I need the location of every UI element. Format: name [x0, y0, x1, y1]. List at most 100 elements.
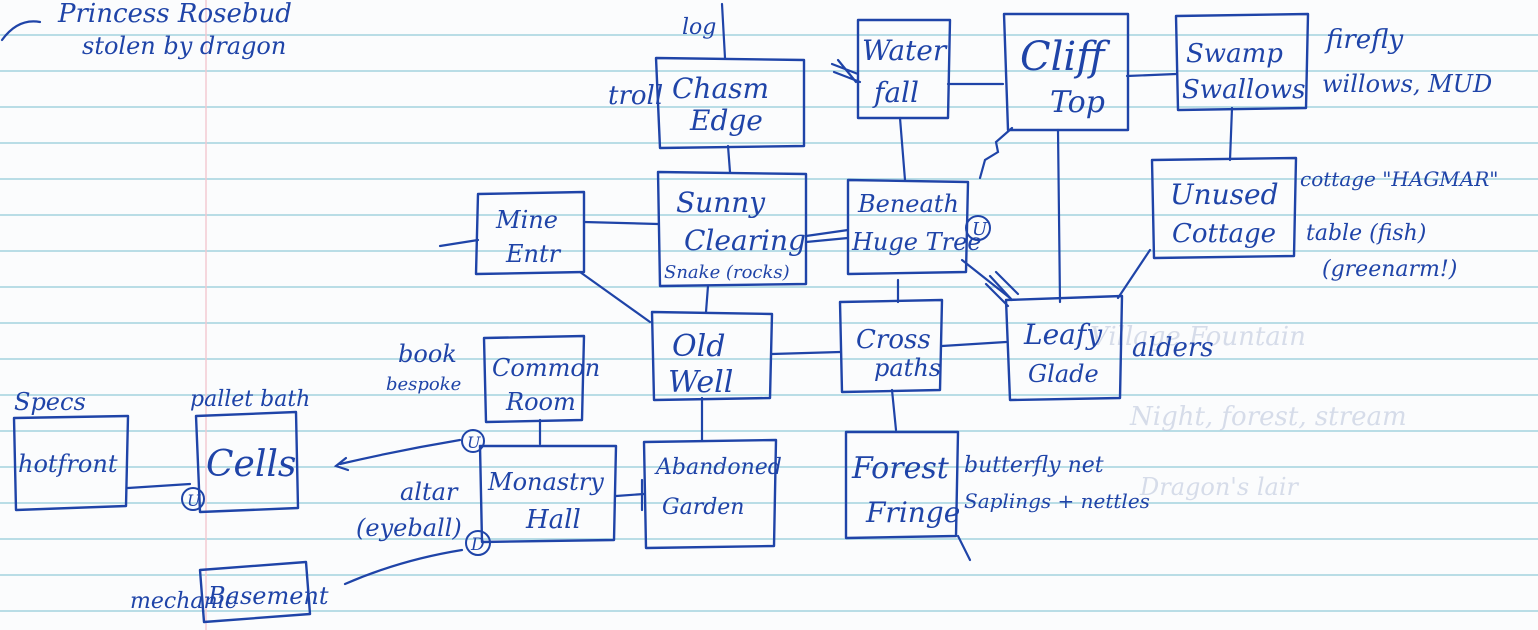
marker-u-altar: U — [467, 433, 481, 452]
room-cross-l1: Cross — [856, 325, 931, 355]
room-leafy-l2: Glade — [1028, 360, 1099, 388]
room-abandoned-l2: Garden — [662, 495, 744, 520]
room-unused-l1: Unused — [1170, 178, 1279, 211]
edge-cross-leafy — [940, 340, 1008, 348]
edge-swamp-unused — [1228, 106, 1234, 162]
room-waterfall-l2: fall — [872, 76, 919, 109]
marker-u-top-circle — [965, 215, 991, 241]
edge-cliff-beneath — [978, 126, 1014, 180]
edge-beneath-leafy — [960, 258, 1012, 300]
edge-log-chasm — [720, 2, 727, 60]
box-swamp-swallows — [1174, 12, 1310, 112]
note-table: table (fish) — [1306, 221, 1426, 246]
edge-cells-arrow — [333, 456, 350, 472]
room-hotfront: hotfront — [18, 450, 118, 478]
room-abandoned-l1: Abandoned — [654, 455, 782, 480]
room-beneath-l2: Huge Tree — [851, 228, 981, 256]
note-troll: troll — [608, 81, 663, 111]
edge-unused-leafy — [1116, 248, 1152, 300]
edge-cliff-leafy — [1056, 128, 1062, 304]
edge-forest-down — [956, 534, 972, 562]
room-oldwell-l1: Old — [672, 329, 725, 364]
edge-mine-left — [438, 238, 480, 248]
note-log: log — [682, 15, 716, 40]
note-cottage: cottage "HAGMAR" — [1300, 167, 1498, 191]
room-cliff-top-l2: Top — [1050, 85, 1105, 120]
note-pallet-bath: pallet bath — [190, 387, 310, 412]
room-chasm-edge-l2: Edge — [689, 104, 763, 137]
marker-u-cells: U — [187, 491, 201, 510]
marker-u-top: U — [972, 219, 988, 240]
box-old-well — [650, 310, 774, 402]
note-butterfly-net: butterfly net — [964, 453, 1104, 478]
box-crosspaths — [838, 298, 944, 394]
ghost-line-c: Dragon's lair — [1139, 473, 1299, 501]
box-common-room — [482, 334, 586, 424]
bleedthrough-text: Village Fountain Night, forest, stream D… — [1090, 322, 1407, 501]
note-altar: altar — [400, 478, 459, 506]
room-cliff-top-l1: Cliff — [1020, 34, 1111, 80]
ghost-line-a: Village Fountain — [1090, 322, 1306, 352]
note-mechanic: mechanic — [130, 589, 237, 614]
room-leafy-l1: Leafy — [1023, 318, 1103, 351]
room-chasm-edge-l1: Chasm — [672, 72, 769, 105]
marker-u-altar-circle — [461, 429, 485, 453]
room-sunny-l1: Sunny — [676, 186, 766, 219]
edge-cross-forest — [890, 388, 898, 432]
room-waterfall-l1: Water — [862, 34, 948, 67]
note-willows: willows, MUD — [1322, 70, 1492, 98]
edge-hotfront-cells — [126, 482, 192, 490]
room-oldwell-l2: Well — [668, 365, 733, 400]
room-monastery-l2: Hall — [525, 505, 581, 535]
note-bespoke: bespoke — [386, 374, 461, 395]
room-labels: Chasm Edge Water fall Cliff Top Swamp Sw… — [18, 34, 1305, 610]
room-common-l2: Room — [505, 388, 576, 416]
stair-markers: U U U D — [181, 215, 991, 556]
room-sunny-note: Snake (rocks) — [664, 262, 790, 283]
note-book: book — [398, 340, 457, 368]
box-chasm-edge — [654, 56, 806, 150]
box-cliff-top — [1002, 12, 1130, 132]
edge-mine-oldwell — [578, 270, 652, 324]
box-hotfront — [12, 414, 130, 512]
room-swamp-l2: Swallows — [1182, 75, 1305, 105]
title-line-1: Princess Rosebud — [57, 0, 292, 29]
box-cells — [194, 410, 300, 514]
edge-monastery-abandoned — [614, 492, 646, 498]
box-leafy-glade — [1004, 294, 1124, 402]
edge-leafy-hatch — [984, 270, 1020, 308]
room-sunny-l2: Clearing — [684, 224, 806, 257]
note-fireflies: firefly — [1324, 25, 1403, 55]
note-specs: Specs — [14, 388, 86, 416]
marker-d-altar: D — [470, 535, 485, 555]
marker-d-altar-circle — [465, 530, 491, 556]
annotations: log troll firefly willows, MUD cottage "… — [14, 15, 1498, 614]
note-greenarm: (greenarm!) — [1322, 257, 1457, 282]
ghost-line-b: Night, forest, stream — [1129, 402, 1407, 432]
notebook-margin-line — [205, 0, 207, 630]
room-cross-l2: paths — [874, 354, 941, 382]
note-eyeball: (eyeball) — [356, 514, 462, 542]
box-sunny-clearing — [656, 170, 808, 288]
box-waterfall — [856, 18, 952, 120]
edge-sunny-beneath-a — [804, 228, 850, 238]
box-basement — [198, 560, 312, 624]
room-common-l1: Common — [492, 354, 600, 382]
box-beneath-huge-tree — [846, 178, 970, 276]
edge-cells-u — [338, 438, 462, 466]
edge-mine-sunny — [582, 220, 660, 226]
room-mine-l1: Mine — [495, 206, 558, 234]
edge-oldwell-cross — [770, 350, 842, 356]
note-alders: alders — [1132, 333, 1214, 363]
edge-d-basement — [343, 548, 464, 586]
edge-chasm-sunny — [726, 144, 732, 174]
marker-u-cells-circle — [181, 487, 205, 511]
title-line-2: stolen by dragon — [82, 32, 286, 60]
box-mine-entrance — [474, 190, 586, 276]
box-forest-fringe — [844, 430, 960, 540]
connections — [126, 2, 1234, 586]
room-basement: Basement — [207, 582, 329, 610]
room-monastery-l1: Monastry — [487, 468, 604, 496]
room-unused-l2: Cottage — [1172, 219, 1276, 249]
